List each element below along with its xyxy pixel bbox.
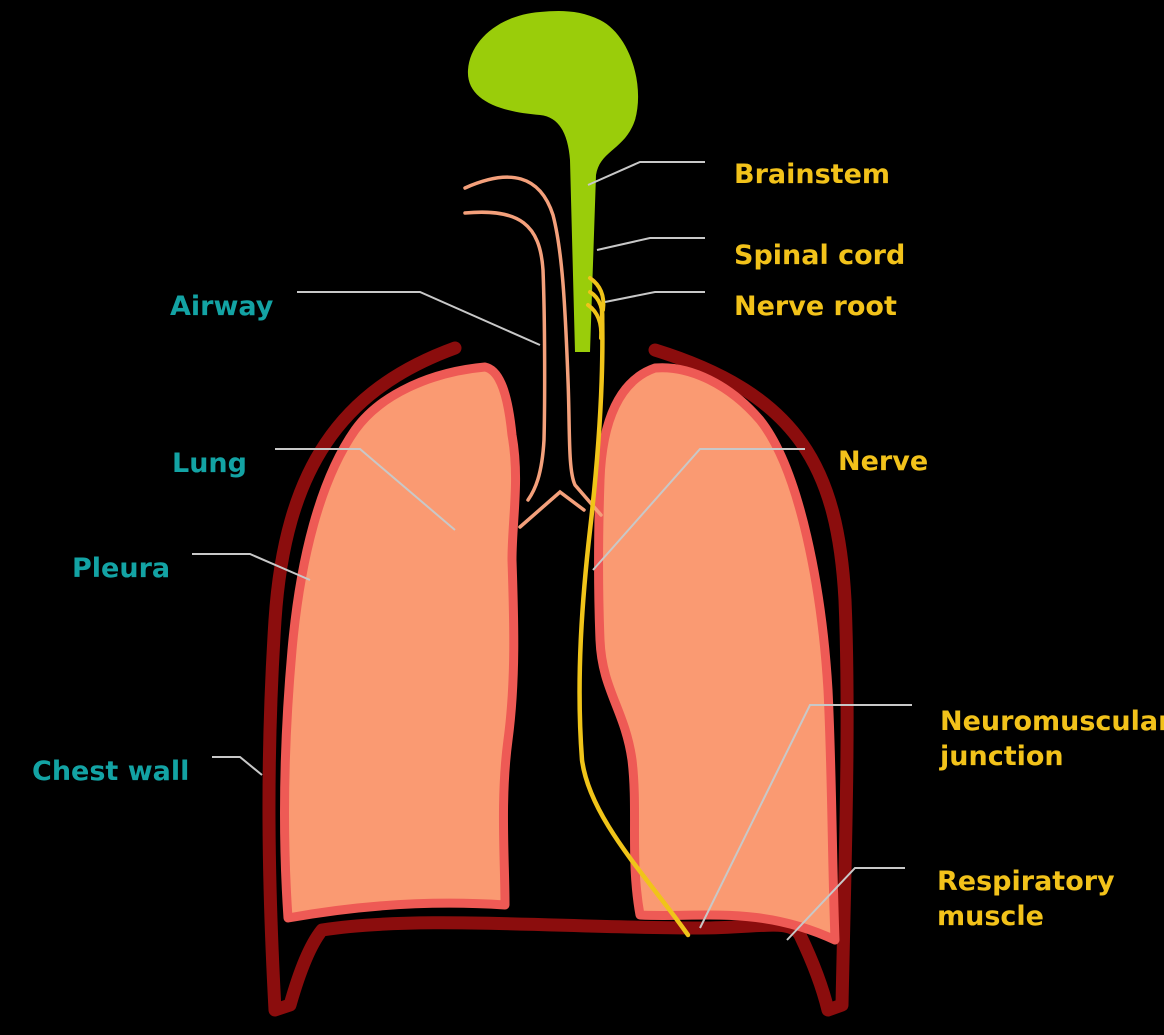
spinal-cord-label: Spinal cord — [734, 240, 905, 271]
nerve-root-label: Nerve root — [734, 291, 897, 322]
lung-label: Lung — [172, 448, 247, 479]
respiratory-muscle-label-line1: Respiratory — [937, 866, 1115, 897]
neuromuscular-junction-label-line2: junction — [939, 741, 1064, 772]
nerve-label: Nerve — [838, 446, 928, 477]
brainstem-label: Brainstem — [734, 159, 890, 190]
neuromuscular-junction-label-line1: Neuromuscular — [940, 706, 1164, 737]
airway-label: Airway — [170, 291, 274, 322]
chest-wall-label: Chest wall — [32, 756, 189, 787]
respiratory-muscle-label-line2: muscle — [937, 901, 1044, 932]
pleura-label: Pleura — [72, 553, 170, 584]
